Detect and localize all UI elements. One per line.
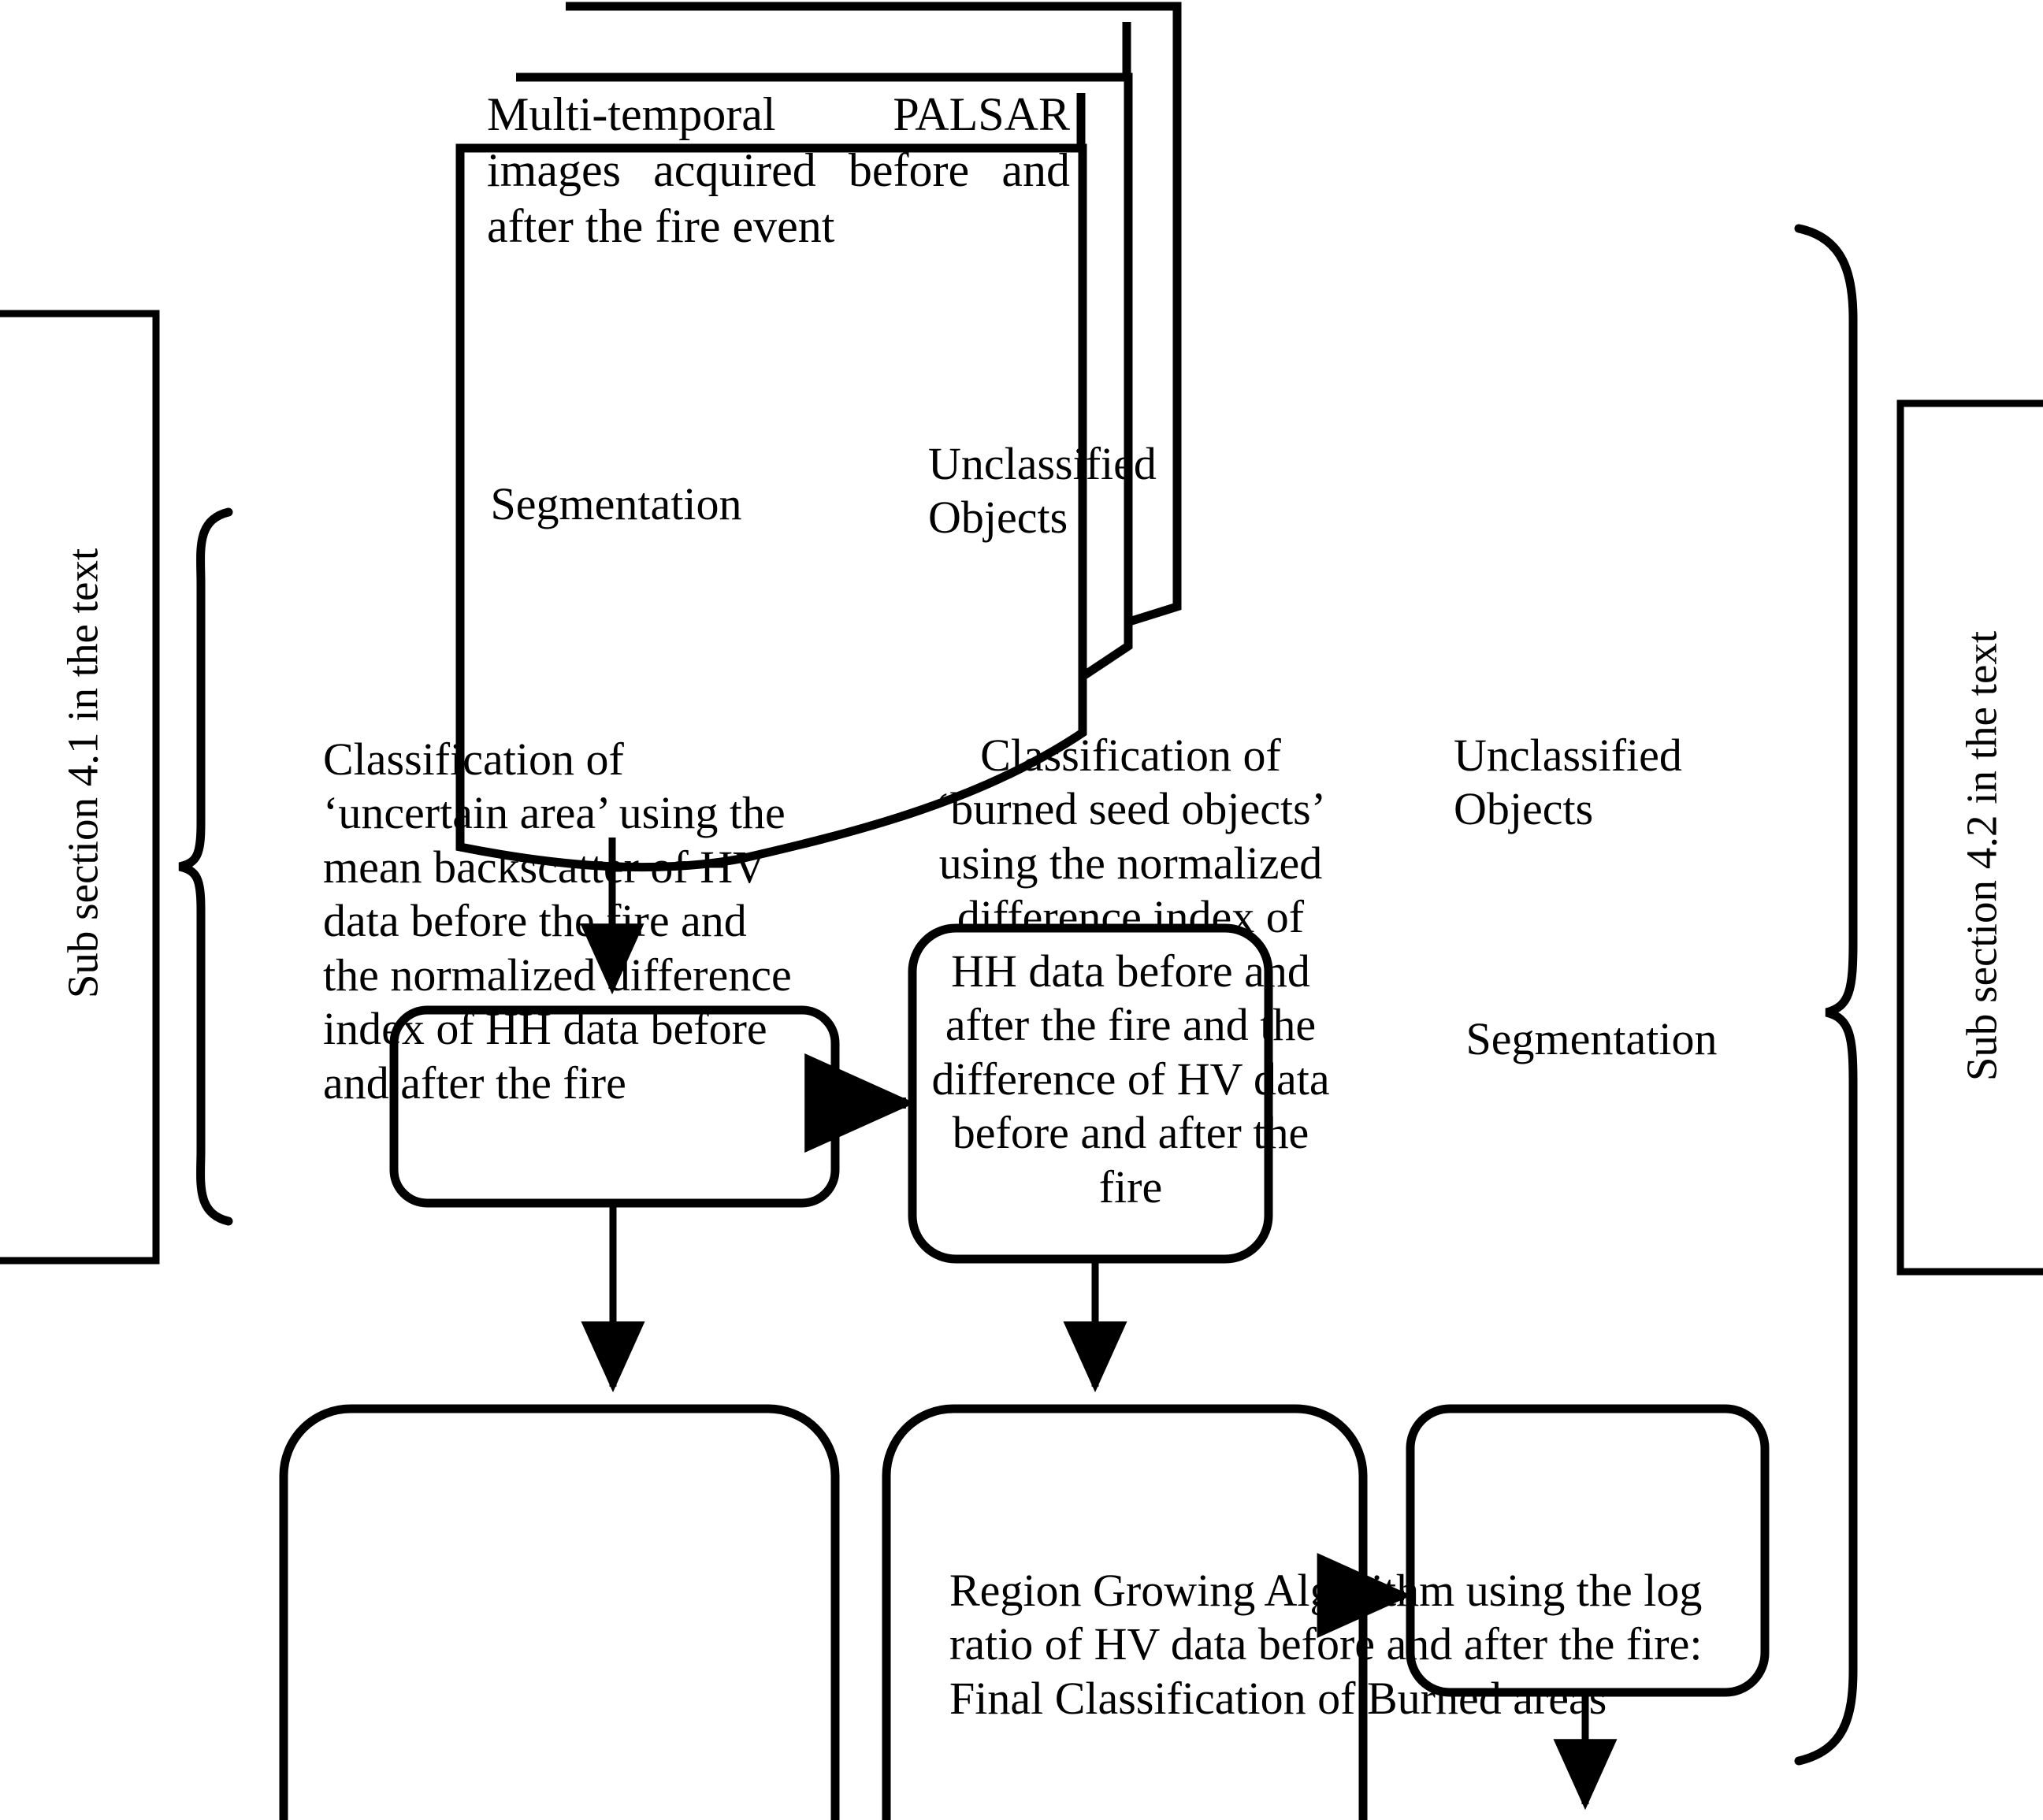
classification-uncertain-box[interactable] — [279, 1404, 840, 1820]
segmentation-1-box[interactable] — [389, 1005, 840, 1208]
source-document-sheet-front — [455, 143, 1087, 872]
right-brace — [1794, 224, 1858, 1766]
subsection-41-box — [0, 310, 160, 1265]
unclassified-objects-1-box[interactable] — [908, 923, 1273, 1264]
unclassified-objects-2-box[interactable] — [1406, 1404, 1770, 1697]
classification-burned-seed-box[interactable] — [882, 1404, 1368, 1820]
subsection-42-box — [1896, 399, 2043, 1276]
left-brace — [178, 507, 233, 1226]
